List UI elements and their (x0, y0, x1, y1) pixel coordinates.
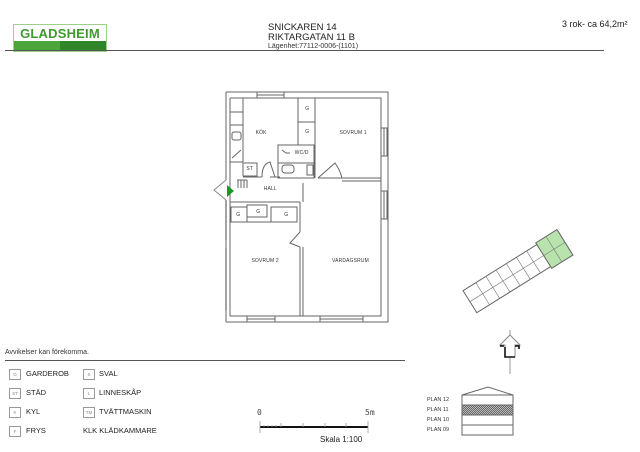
legend-label: TVÄTTMASKIN (99, 407, 152, 416)
building-keymap (462, 228, 574, 314)
closet-mark: G (236, 212, 241, 218)
legend-code-box: L (83, 388, 95, 399)
legend-code-box: ST (9, 388, 21, 399)
floor-label-current: PLAN 11 (427, 407, 449, 413)
logo-text: GLADSHEIM (20, 26, 100, 41)
legend-label: FRYS (26, 426, 46, 435)
floor-label: PLAN 09 (427, 427, 450, 433)
legend-code-box: K (9, 407, 21, 418)
legend-label: KYL (26, 407, 41, 416)
legend-label: GARDEROB (26, 369, 69, 378)
logo-bar-dark (60, 41, 106, 51)
scale-start: 0 (257, 408, 262, 417)
floor-label: PLAN 10 (427, 417, 450, 423)
scale-label: Skala 1:100 (320, 435, 363, 444)
room-label-hall: HALL (263, 186, 277, 192)
floor-label: PLAN 12 (427, 397, 450, 403)
logo-bar-light (14, 41, 60, 51)
apartment-size: 3 rok- ca 64,2m² (562, 19, 628, 29)
legend-code-box: G (9, 369, 21, 380)
scale-end: 5m (365, 408, 375, 417)
entrance-marker (227, 185, 234, 197)
header-divider-right (268, 50, 604, 51)
legend-code-box: F (9, 426, 21, 437)
room-label-bedroom2: SOVRUM 2 (251, 258, 279, 264)
room-label-kitchen: KÖK (255, 130, 267, 136)
gladsheim-logo: GLADSHEIM (13, 24, 107, 52)
scale-bar (259, 421, 369, 433)
street-address: RIKTARGATAN 11 B (268, 32, 355, 43)
apartment-id: Lägenhet:77112-0006-(1101) (268, 43, 359, 50)
legend-code-box: TM (83, 407, 95, 418)
floor-indicator (461, 386, 514, 436)
disclaimer-divider (5, 360, 405, 361)
closet-mark: G (305, 129, 310, 135)
disclaimer-text: Avvikelser kan förekomma. (5, 349, 89, 356)
closet-mark: G (305, 106, 310, 112)
storage-mark: ST (246, 166, 254, 172)
north-arrow-icon (498, 330, 522, 374)
property-name: SNICKAREN 14 (268, 22, 337, 33)
legend-label: LINNESKÅP (99, 388, 142, 397)
room-label-living: VARDAGSRUM (332, 258, 369, 264)
header-divider-left (5, 50, 305, 51)
legend-code-box: S (83, 369, 95, 380)
room-label-bedroom1: SOVRUM 1 (339, 130, 367, 136)
room-label-wc: WC/D (294, 150, 309, 156)
legend-label: STÄD (26, 388, 47, 397)
legend-label: KLK KLÄDKAMMARE (83, 426, 157, 435)
closet-mark: G (284, 212, 289, 218)
legend-label: SVAL (99, 369, 118, 378)
closet-mark: G (256, 209, 261, 215)
